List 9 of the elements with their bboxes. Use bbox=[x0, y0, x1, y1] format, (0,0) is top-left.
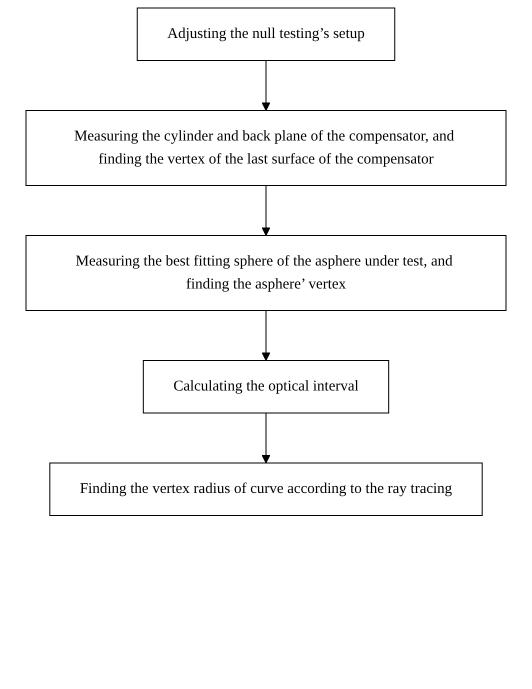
arrow bbox=[262, 310, 270, 361]
arrow bbox=[262, 412, 270, 464]
node-box: Calculating the optical interval bbox=[142, 360, 390, 414]
arrow bbox=[262, 185, 270, 236]
node-box: Measuring the cylinder and back plane of the compensator, and finding the vertex of the last surface of the compensator bbox=[26, 110, 506, 186]
node-box: Adjusting the null testing’s setup bbox=[136, 8, 396, 61]
arrow bbox=[262, 60, 270, 111]
node-box: Measuring the best fitting sphere of the asphere under test, and finding the asphere’ vertex bbox=[26, 235, 506, 311]
node-box: Finding the vertex radius of curve according to the ray tracing bbox=[49, 462, 483, 516]
